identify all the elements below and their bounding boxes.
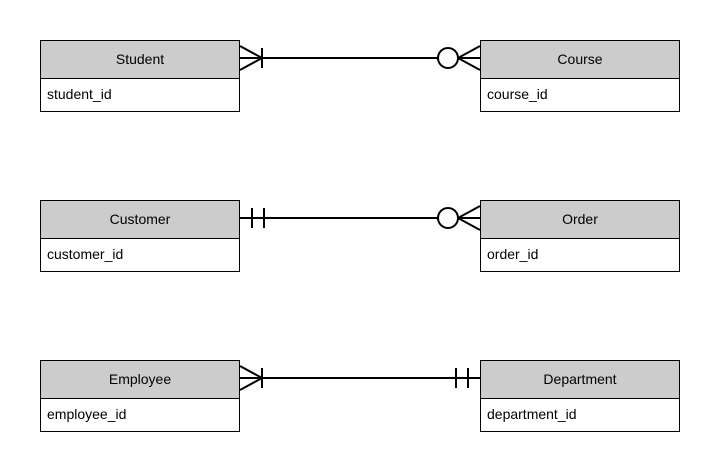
entity-student-attribute: student_id bbox=[41, 79, 239, 111]
entity-employee[interactable]: Employee employee_id bbox=[40, 360, 240, 432]
entity-course-attribute: course_id bbox=[481, 79, 679, 111]
entity-customer-attribute: customer_id bbox=[41, 239, 239, 271]
entity-department-attribute: department_id bbox=[481, 399, 679, 431]
cardinality-one-or-many-employee bbox=[239, 365, 263, 391]
cardinality-zero-or-many-course bbox=[437, 45, 481, 71]
relationship-employee-department bbox=[239, 365, 480, 391]
cardinality-exactly-one-department bbox=[455, 368, 469, 388]
entity-order-attribute: order_id bbox=[481, 239, 679, 271]
cardinality-one-or-many-student bbox=[239, 45, 263, 71]
entity-student[interactable]: Student student_id bbox=[40, 40, 240, 112]
relationship-customer-order bbox=[240, 205, 481, 231]
entity-employee-name: Employee bbox=[41, 361, 239, 399]
entity-student-name: Student bbox=[41, 41, 239, 79]
entity-course-name: Course bbox=[481, 41, 679, 79]
entity-department[interactable]: Department department_id bbox=[480, 360, 680, 432]
entity-order[interactable]: Order order_id bbox=[480, 200, 680, 272]
relationship-student-course bbox=[239, 45, 481, 71]
cardinality-zero-or-many-order bbox=[437, 205, 481, 231]
cardinality-exactly-one-customer bbox=[251, 208, 265, 228]
entity-order-name: Order bbox=[481, 201, 679, 239]
entity-course[interactable]: Course course_id bbox=[480, 40, 680, 112]
entity-department-name: Department bbox=[481, 361, 679, 399]
entity-employee-attribute: employee_id bbox=[41, 399, 239, 431]
entity-customer[interactable]: Customer customer_id bbox=[40, 200, 240, 272]
entity-customer-name: Customer bbox=[41, 201, 239, 239]
